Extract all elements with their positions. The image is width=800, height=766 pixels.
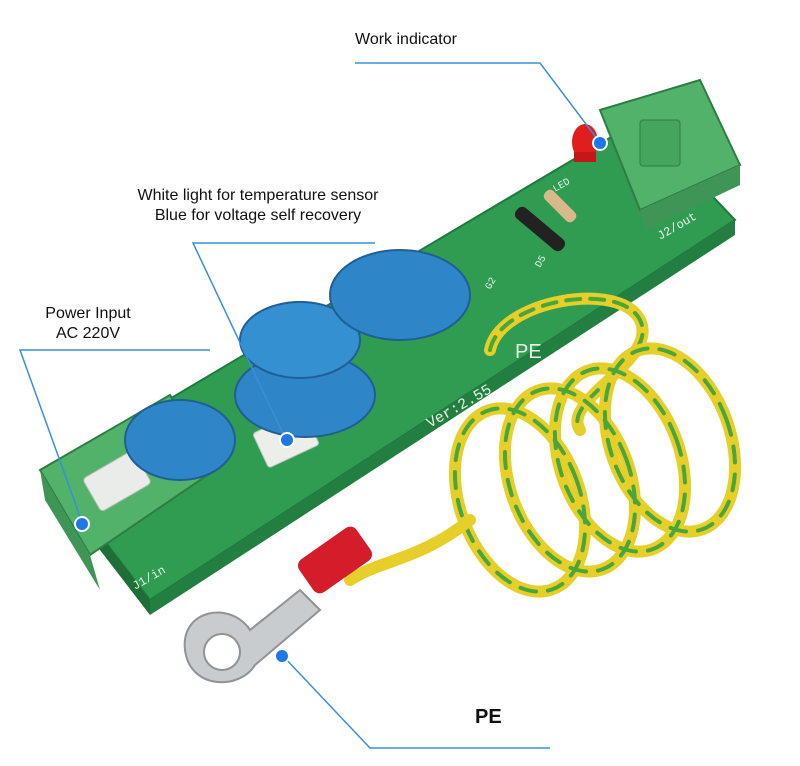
board-pe-text: PE: [515, 341, 542, 363]
power-input-line-2: AC 220V: [55, 325, 121, 342]
output-terminal-block: [598, 78, 742, 230]
callout-line-work: [355, 62, 599, 141]
power-input-label: Power Input AC 220V: [18, 304, 158, 344]
diode: [514, 206, 566, 252]
marker-dot-white-light: [279, 432, 295, 448]
white-light-line-2: Blue for voltage self recovery: [154, 207, 362, 224]
board-g2-text: G2: [484, 276, 500, 292]
callout-line-white-light: [191, 242, 375, 439]
callout-line-pe: [282, 655, 550, 749]
resistor: [543, 189, 577, 223]
pe-label: PE: [475, 706, 502, 728]
power-input-line-1: Power Input: [45, 305, 131, 322]
varistors: [124, 249, 471, 481]
marker-dot-work: [592, 135, 608, 151]
callout-line-power: [18, 349, 210, 523]
board-d5-text: D5: [534, 254, 550, 270]
led-indicator: [572, 124, 598, 162]
ring-terminal: [183, 526, 373, 684]
marker-dot-pe: [274, 648, 290, 664]
callout-lines: [18, 62, 599, 749]
marker-dot-power: [74, 516, 90, 532]
white-light-line-1: White light for temperature sensor: [137, 187, 379, 204]
white-light-label: White light for temperature sensor Blue …: [108, 186, 408, 226]
ground-wire: [344, 292, 742, 598]
work-indicator-label: Work indicator: [355, 31, 457, 48]
